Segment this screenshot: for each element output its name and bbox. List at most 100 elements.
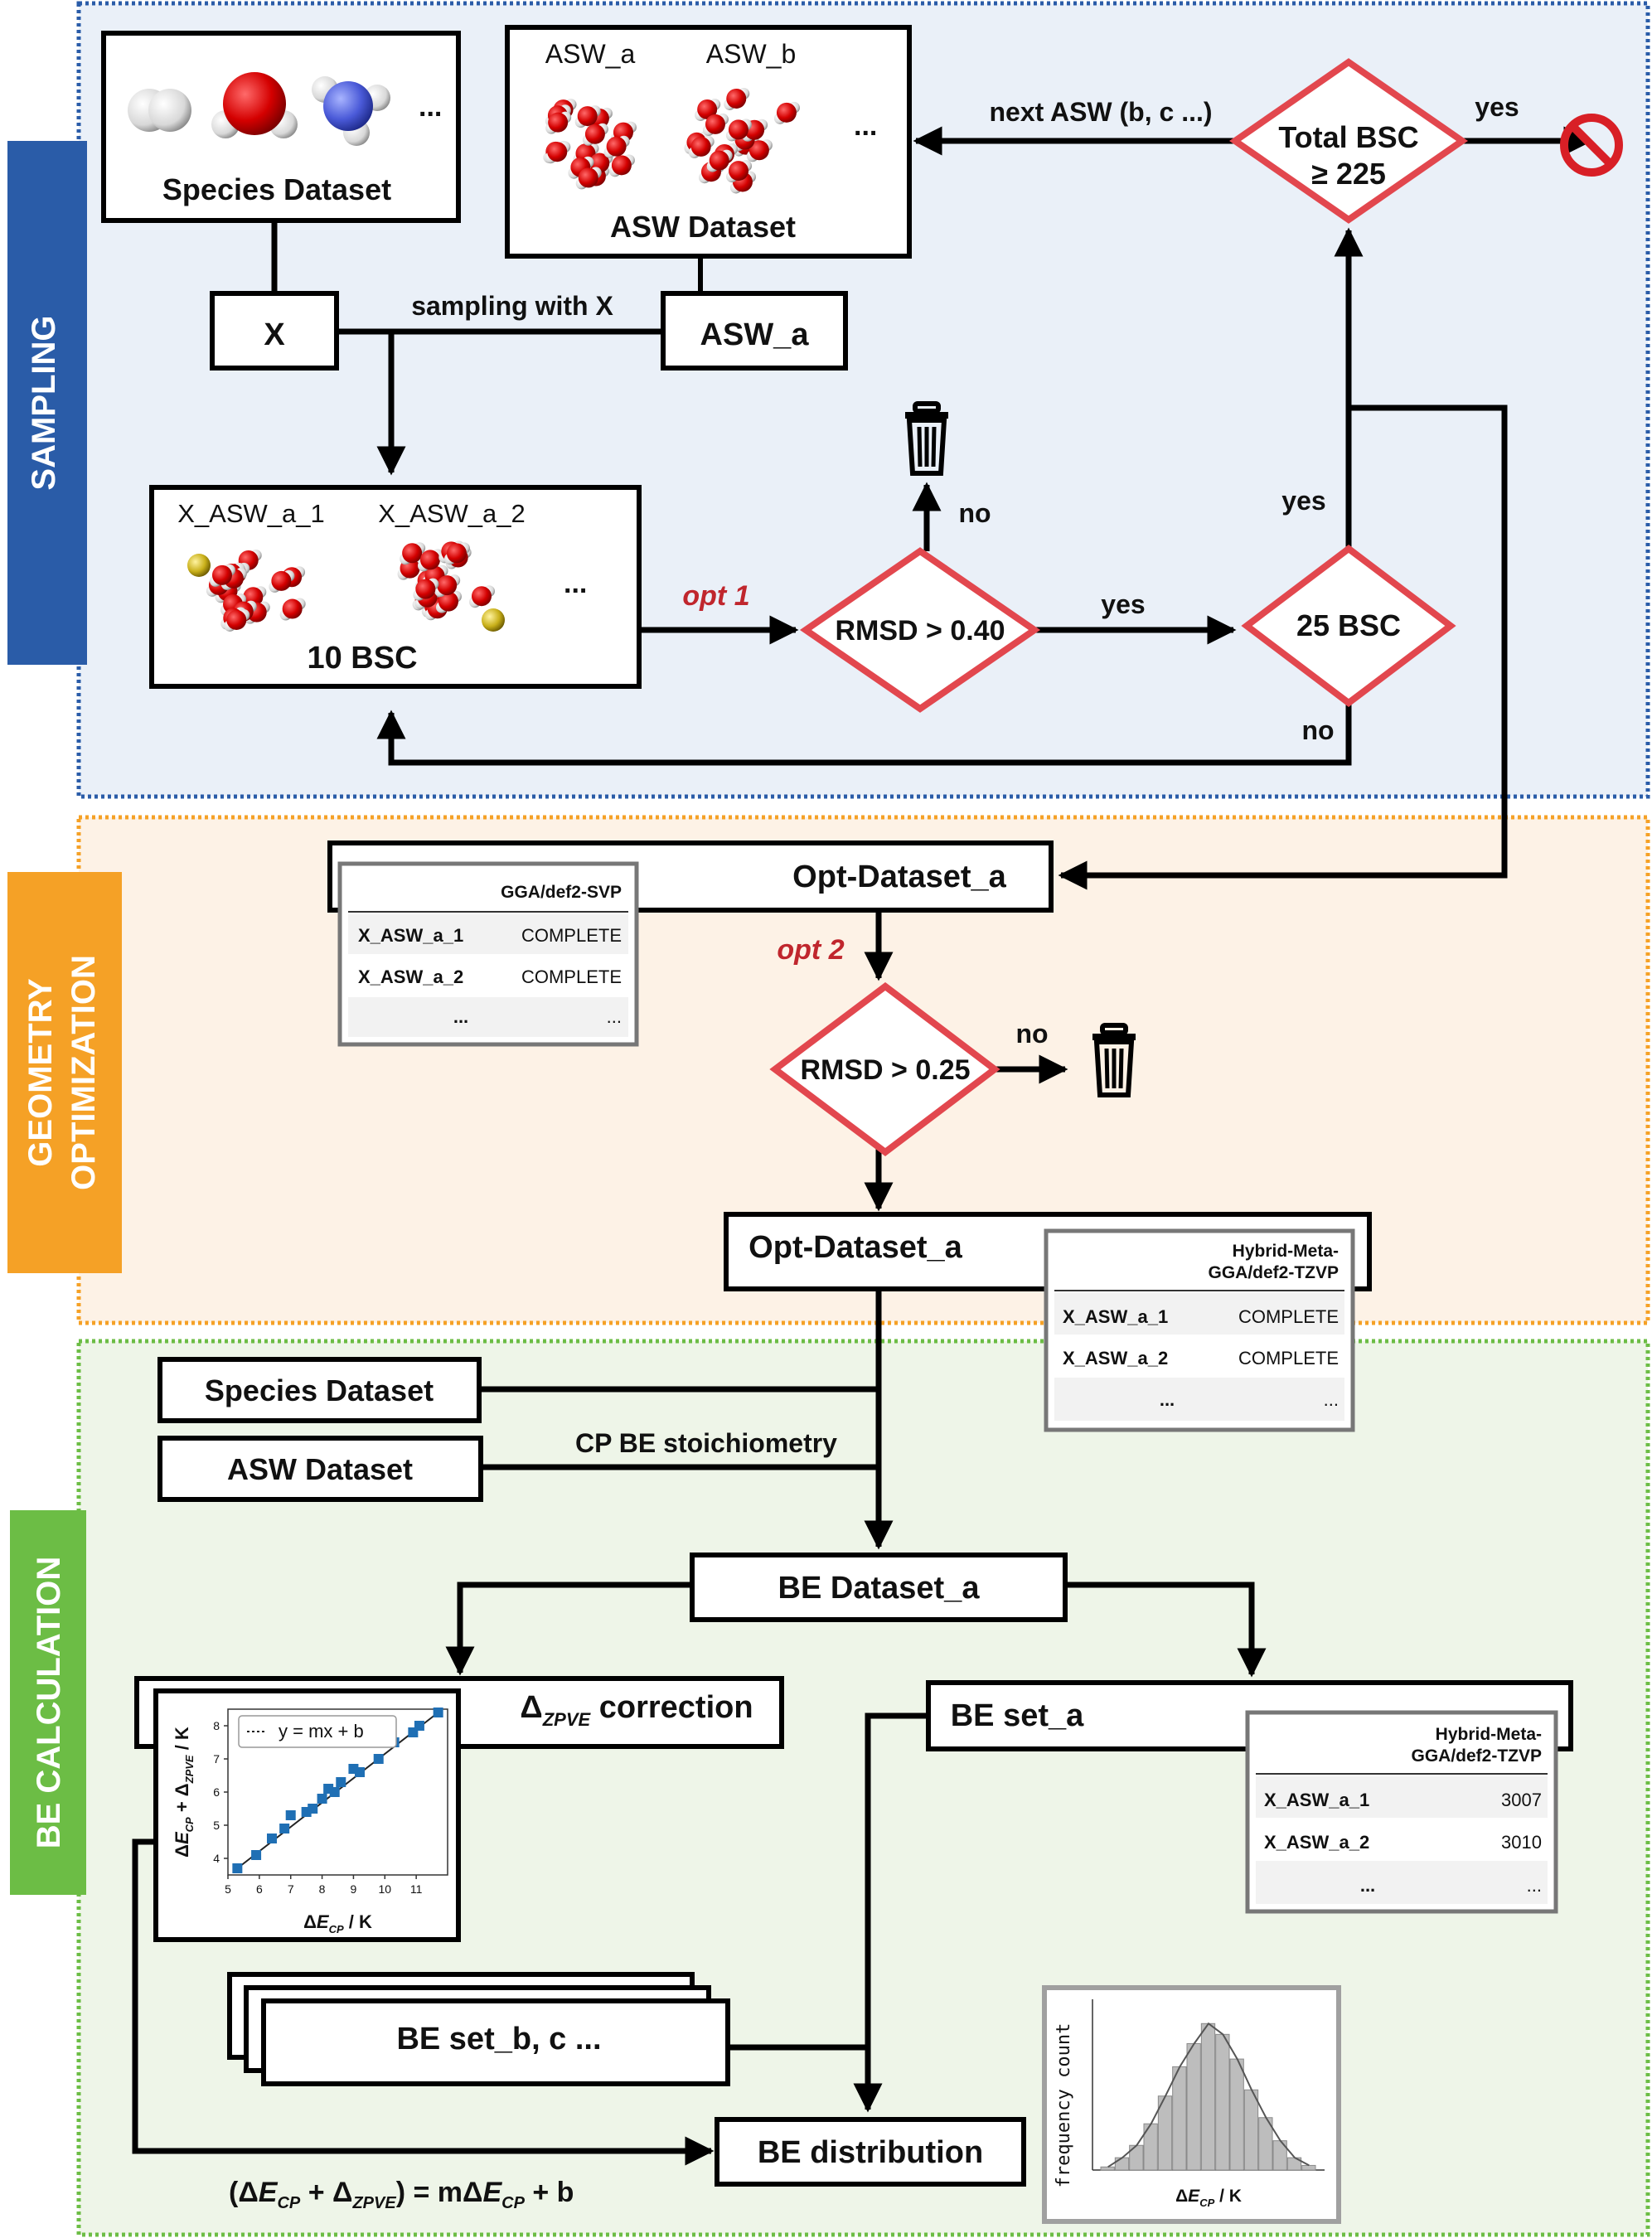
scatter-point — [336, 1777, 346, 1787]
cp-stoich-label: CP BE stoichiometry — [575, 1428, 837, 1458]
oxygen-atom — [748, 140, 769, 161]
be-distribution-box — [715, 2117, 1026, 2187]
oxygen-atom — [728, 119, 748, 140]
table1-row3-value: ... — [607, 1006, 622, 1027]
scatter-legend — [238, 1715, 397, 1748]
be-distribution-label: BE distribution — [758, 2135, 983, 2170]
rmsd-025-label: RMSD > 0.25 — [800, 1054, 970, 1086]
hist-bar — [1114, 2157, 1130, 2171]
oxygen-atom — [548, 112, 569, 133]
y-tick-label: 4 — [213, 1852, 220, 1865]
h2-molecule-icon — [128, 89, 191, 132]
oxygen-atom — [446, 543, 467, 564]
table1-row1-name: X_ASW_a_1 — [358, 925, 463, 946]
adsorbate-1-icon — [187, 554, 211, 577]
x-tick-label: 10 — [378, 1882, 391, 1896]
x-tick-label: 8 — [319, 1882, 326, 1896]
geometry-stage-label-2: OPTIMIZATION — [65, 955, 102, 1190]
sampling-tab — [7, 141, 87, 665]
scatter-point — [285, 1810, 296, 1820]
x-box — [210, 291, 339, 371]
x-tick-label: 11 — [410, 1882, 423, 1896]
total-bsc-line1: Total BSC — [1278, 120, 1418, 154]
x-label: X — [264, 317, 285, 352]
hist-bar — [1186, 2042, 1201, 2171]
oxygen-atom — [402, 543, 423, 564]
species-dataset-label: Species Dataset — [162, 172, 391, 206]
table3-row3-value: ... — [1527, 1875, 1542, 1896]
asw-ellipsis: ... — [854, 110, 877, 142]
be-dataset-box — [690, 1553, 1068, 1622]
table2-header-line2: GGA/def2-TZVP — [1208, 1263, 1339, 1282]
adsorbate-2-icon — [482, 608, 505, 632]
hybrid-tzvp-table-2: Hybrid-Meta- GGA/def2-TZVP X_ASW_a_1 300… — [1245, 1710, 1558, 1914]
table3-row2-value: 3010 — [1501, 1832, 1542, 1853]
y-tick-label: 7 — [213, 1752, 220, 1766]
x-tick-label: 5 — [225, 1882, 231, 1896]
y-tick-label: 6 — [213, 1785, 220, 1799]
oxygen-atom — [547, 142, 568, 162]
water-molecule-icon — [211, 72, 298, 138]
scatter-point — [317, 1794, 327, 1804]
table3-row1-name: X_ASW_a_1 — [1264, 1790, 1369, 1810]
rmsd-040-no: no — [958, 498, 991, 528]
species-ellipsis: ... — [419, 91, 442, 123]
table2-header-line1: Hybrid-Meta- — [1233, 1242, 1339, 1261]
be-asw-dataset-label: ASW Dataset — [227, 1452, 413, 1486]
oxygen-atom — [690, 136, 711, 157]
opt2-label: opt 2 — [777, 934, 844, 966]
oxygen-atom — [211, 564, 232, 585]
be-stage-label: BE CALCULATION — [31, 1557, 67, 1849]
bsc25-yes: yes — [1281, 486, 1325, 516]
oxygen-atom — [776, 102, 797, 123]
table1-row2-name: X_ASW_a_2 — [358, 966, 463, 987]
be-tab — [10, 1510, 86, 1895]
oxygen-atom — [415, 579, 436, 599]
scatter-point — [308, 1804, 318, 1814]
oxygen-atom — [577, 106, 598, 127]
bsc25-label: 25 BSC — [1296, 608, 1401, 642]
hist-bar — [1215, 2033, 1230, 2171]
oxygen-atom — [584, 124, 605, 144]
hist-bar — [1200, 2022, 1216, 2171]
asw-a-label: ASW_a — [545, 39, 636, 69]
scatter-point — [373, 1754, 384, 1764]
rmsd-025-no: no — [1015, 1019, 1048, 1049]
rmsd-040-label: RMSD > 0.40 — [835, 615, 1005, 647]
be-set-bc-box — [261, 1998, 730, 2086]
geometry-stage-label-1: GEOMETRY — [22, 978, 59, 1167]
table2-row3-value: ... — [1324, 1389, 1339, 1410]
bsc-1-cluster-image — [206, 549, 306, 632]
total-bsc-yes: yes — [1475, 92, 1519, 122]
ten-bsc-label: 10 BSC — [307, 641, 417, 676]
rmsd-040-diamond — [799, 547, 1041, 713]
x-tick-label: 9 — [351, 1882, 357, 1896]
scatter-point — [267, 1834, 277, 1843]
oxygen-atom — [226, 609, 247, 630]
zpve-correction-label: ΔZPVE correction — [520, 1690, 753, 1730]
total-bsc-line2: ≥ 225 — [1311, 157, 1386, 191]
oxygen-atom — [705, 114, 725, 134]
oxygen-atom — [697, 99, 718, 119]
bsc-ellipsis: ... — [564, 568, 587, 599]
hist-ylabel: frequency count — [1054, 2023, 1074, 2188]
ammonia-molecule-icon — [312, 76, 390, 146]
table3-row1-value: 3007 — [1501, 1790, 1542, 1810]
trash-icon — [1092, 1023, 1136, 1097]
total-bsc-diamond — [1228, 58, 1469, 224]
table3-header-line2: GGA/def2-TZVP — [1411, 1746, 1542, 1766]
oxygen-atom — [726, 88, 747, 109]
hist-bar — [1172, 2066, 1187, 2171]
oxygen-atom — [271, 570, 292, 591]
hist-xlabel: ΔECP / K — [1175, 2187, 1242, 2209]
table3-header-line1: Hybrid-Meta- — [1436, 1725, 1542, 1744]
table1-header: GGA/def2-SVP — [501, 883, 622, 902]
gga-svp-table: GGA/def2-SVP X_ASW_a_1 COMPLETE X_ASW_a_… — [337, 861, 639, 1047]
scatter-legend-label: y = mx + b — [279, 1721, 364, 1741]
be-asw-dataset-box — [157, 1436, 483, 1502]
scatter-point — [329, 1787, 340, 1797]
be-set-a-label: BE set_a — [951, 1698, 1084, 1733]
opt1-label: opt 1 — [682, 580, 749, 612]
